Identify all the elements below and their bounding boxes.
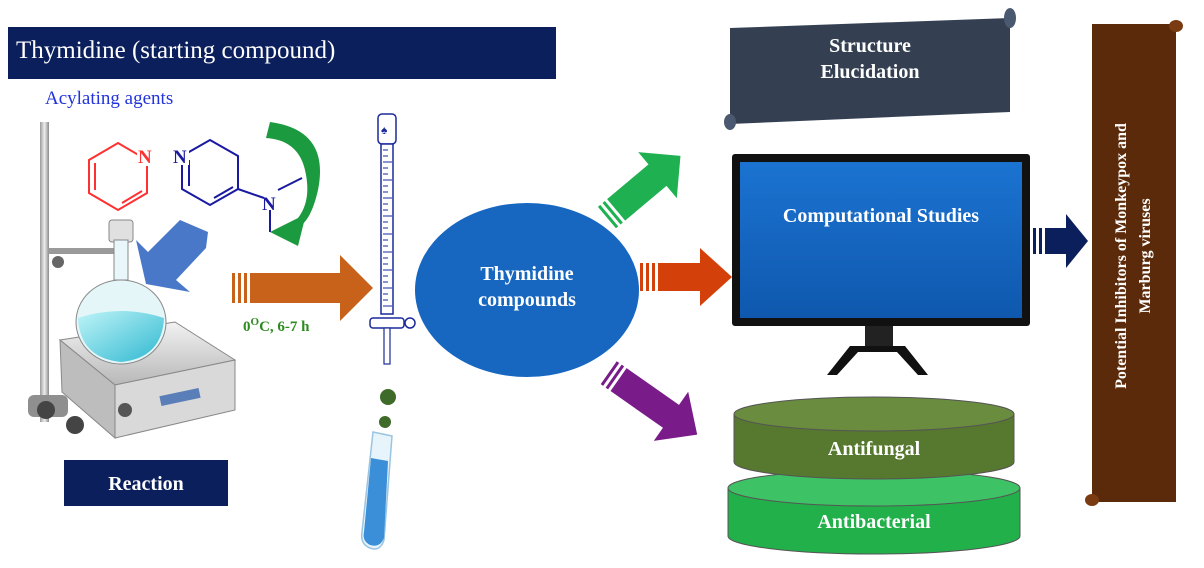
structure-line-2: Elucidation	[821, 61, 920, 83]
hot-plate-side	[59, 338, 116, 440]
header-background	[8, 27, 556, 79]
navy-arrow-tail-2	[1039, 228, 1042, 254]
clamp-arm	[48, 248, 120, 254]
structure-elucidation-scroll: Structure Elucidation	[724, 8, 1016, 130]
dmap-double-bond-2	[213, 186, 234, 199]
header-title: Thymidine (starting compound)	[16, 37, 335, 64]
orange-arrow-shape	[250, 255, 373, 321]
antibacterial-label: Antibacterial	[817, 511, 931, 533]
monitor-neck	[865, 326, 893, 348]
antifungal-label: Antifungal	[828, 438, 921, 460]
curved-arrow-body	[266, 122, 320, 228]
column-drop-icon: ♠	[381, 123, 388, 137]
scroll-body	[730, 18, 1010, 124]
column-stopcock-knob	[404, 317, 416, 329]
green-arrow-tail-1	[597, 204, 619, 229]
orange-arrow-tail-3	[244, 273, 247, 303]
column-stopcock	[369, 317, 405, 329]
outcome-scroll: Potential Inhibitors of Monkeypox and Ma…	[1085, 20, 1183, 506]
monitor-stand	[827, 346, 928, 375]
header-banner: Thymidine (starting compound)	[8, 27, 556, 79]
column-tip	[383, 327, 391, 365]
purple-arrow-tail-2	[605, 364, 625, 390]
outcome-line-1: Potential Inhibitors of Monkeypox and	[1113, 123, 1130, 389]
antifungal-disc-top	[733, 396, 1015, 432]
dmap-ring-atom-bg	[172, 145, 189, 165]
stand-wheel-left	[37, 401, 55, 419]
conditions-prefix: 0	[243, 319, 251, 335]
curved-green-arrow	[266, 122, 320, 246]
green-arrow-tail-2	[602, 201, 623, 225]
reaction-background	[64, 460, 228, 506]
reaction-label: Reaction	[108, 473, 184, 495]
column-drop-1	[380, 389, 396, 405]
computational-monitor: Computational Studies	[732, 154, 1030, 375]
outcome-body	[1092, 24, 1176, 502]
reagent-blue-arrow	[136, 220, 208, 292]
conditions-superscript: O	[251, 316, 260, 328]
navy-arrow-tail-1	[1033, 228, 1036, 254]
test-tube	[360, 431, 393, 550]
structure-line-1: Structure	[829, 35, 911, 57]
pyridine-atom-bg	[137, 146, 154, 166]
computational-label: Computational Studies	[783, 205, 979, 227]
outcome-curl-bottom	[1085, 494, 1099, 506]
red-arrow-shape	[658, 248, 732, 306]
product-line-1: Thymidine	[480, 263, 573, 285]
stand-rod	[40, 122, 49, 422]
outcome-curl-top	[1169, 20, 1183, 32]
reaction-label-box: Reaction	[64, 460, 228, 506]
lab-stand-illustration	[28, 122, 237, 440]
outcome-line-2: Marburg viruses	[1137, 198, 1154, 313]
dmap-amine-nitrogen: N	[262, 194, 276, 215]
stand-wheel-right	[66, 416, 84, 434]
reaction-conditions: 0OC, 6-7 h	[243, 316, 310, 335]
product-ellipse	[415, 203, 639, 377]
antifungal-disc-side	[733, 413, 1015, 480]
purple-arrow-shape	[610, 368, 698, 441]
red-arrow	[640, 248, 732, 306]
pyridine-structure: N	[88, 141, 154, 212]
purple-arrow	[600, 361, 698, 441]
dmap-methyl-1	[277, 177, 303, 191]
clamp-knob	[52, 256, 64, 268]
thymidine-compounds-node: Thymidine compounds	[415, 203, 639, 377]
scroll-curl-top	[1004, 8, 1016, 28]
flask-stopper	[108, 219, 134, 243]
orange-arrow-tail-2	[238, 273, 241, 303]
scroll-curl-bottom	[724, 114, 736, 130]
flask-neck	[113, 239, 129, 281]
dmap-structure: N N	[172, 138, 303, 232]
monitor-screen	[740, 162, 1022, 318]
conditions-suffix: C, 6-7 h	[259, 319, 310, 335]
curved-arrow-head	[270, 214, 306, 246]
red-arrow-tail-2	[646, 263, 649, 291]
column-graduations	[383, 149, 392, 307]
dmap-ring	[181, 138, 239, 207]
bioactivity-stack: Antibacterial Antifungal	[727, 396, 1021, 555]
dmap-amine-bond	[237, 188, 265, 199]
navy-arrow	[1033, 214, 1088, 268]
navy-arrow-shape	[1045, 214, 1088, 268]
orange-arrow	[232, 255, 373, 321]
pyridine-double-bond-2	[121, 190, 143, 204]
product-line-2: compounds	[478, 289, 576, 311]
antibacterial-disc-side	[727, 487, 1021, 555]
column-drop-2	[379, 416, 391, 428]
green-arrow	[597, 152, 681, 229]
pyridine-nitrogen: N	[138, 147, 152, 168]
hot-plate-label	[159, 387, 201, 407]
orange-arrow-tail-1	[232, 273, 235, 303]
red-arrow-tail-1	[640, 263, 643, 291]
dmap-ring-nitrogen: N	[173, 147, 187, 168]
hot-plate-dial	[118, 403, 132, 417]
flask-liquid	[78, 311, 164, 362]
red-arrow-tail-3	[652, 263, 655, 291]
acylating-agents-label: Acylating agents	[45, 88, 173, 109]
test-tube-liquid	[363, 458, 388, 546]
green-arrow-shape	[607, 152, 681, 221]
purple-arrow-tail-1	[600, 361, 620, 386]
chromatography-column: ♠	[369, 113, 416, 428]
